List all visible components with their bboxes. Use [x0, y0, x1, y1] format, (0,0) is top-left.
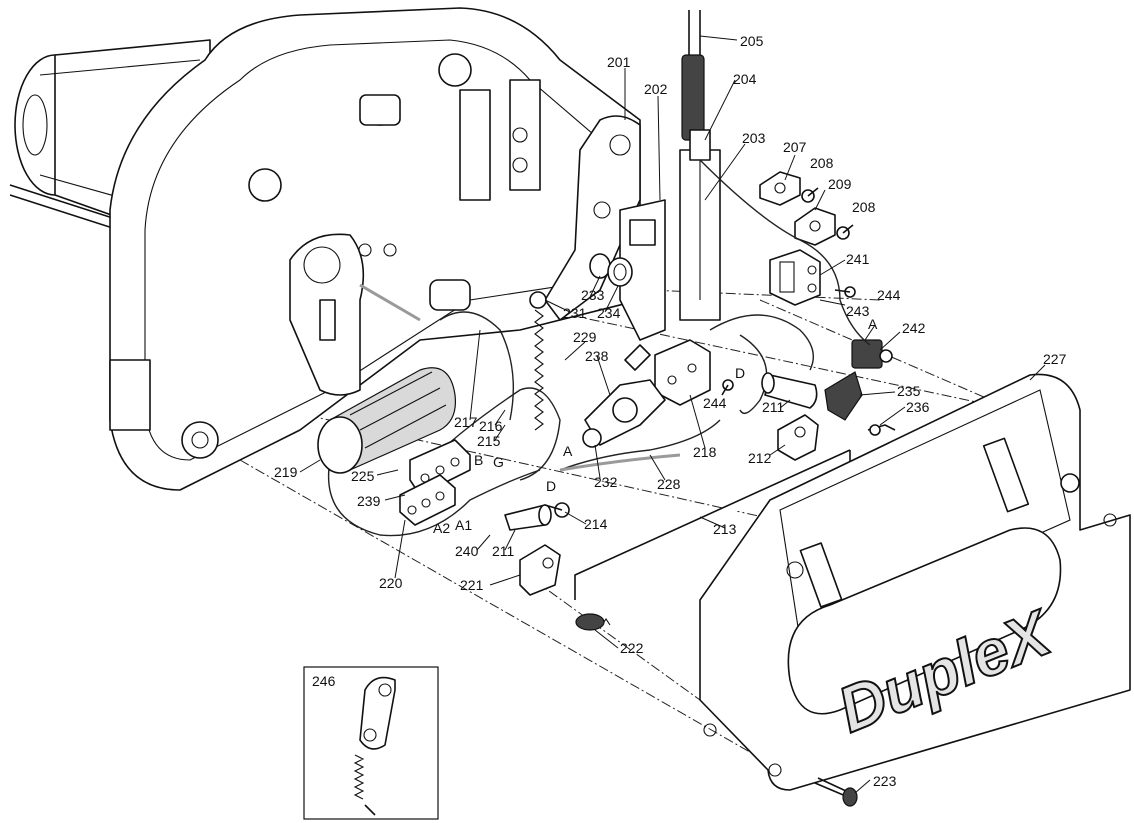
callout-240: 240 — [455, 543, 479, 559]
lever-201 — [544, 115, 641, 321]
callout-227: 227 — [1043, 351, 1067, 367]
cam-238 — [584, 344, 666, 446]
callout-202: 202 — [644, 81, 668, 97]
callout-208-bottom: 208 — [852, 199, 876, 215]
spring-222 — [575, 613, 611, 631]
clamp-209 — [794, 207, 836, 246]
callout-218: 218 — [693, 444, 717, 460]
callout-243: 243 — [846, 303, 870, 319]
screw-214 — [544, 502, 570, 518]
bracket-212 — [777, 414, 819, 461]
callout-211-right: 211 — [762, 399, 785, 415]
capacitor-219 — [317, 367, 457, 474]
terminal-block-241 — [769, 249, 821, 306]
leader-lines — [299, 35, 1046, 794]
callout-221: 221 — [460, 577, 484, 593]
pin-236 — [867, 424, 896, 436]
callout-219: 219 — [274, 464, 298, 480]
callout-235: 235 — [897, 383, 921, 399]
micro-switch-218 — [654, 339, 711, 406]
callout-246: 246 — [312, 673, 336, 689]
callout-244-right: 244 — [877, 287, 901, 303]
terminal-strip-239 — [409, 439, 471, 496]
inset-246 — [303, 666, 439, 820]
latch-235 — [824, 371, 863, 421]
washer-232 — [582, 428, 602, 448]
callout-222: 222 — [620, 640, 644, 656]
callout-213: 213 — [713, 521, 737, 537]
shaft-211-right — [761, 372, 818, 409]
callout-220: 220 — [379, 575, 403, 591]
callout-225: 225 — [351, 468, 375, 484]
screw-244a — [834, 286, 856, 298]
rings-233-234 — [589, 253, 633, 287]
bracket-221 — [519, 544, 561, 596]
gear-housing — [109, 7, 641, 491]
callout-242: 242 — [902, 320, 926, 336]
callout-A1: A1 — [455, 517, 472, 533]
spring-229 — [529, 291, 547, 431]
callout-236: 236 — [906, 399, 930, 415]
callout-244-left: 244 — [703, 395, 727, 411]
clamp-207 — [759, 171, 801, 206]
callout-203: 203 — [742, 130, 766, 146]
callout-G: G — [493, 454, 504, 470]
callout-241: 241 — [846, 251, 870, 267]
callout-232: 232 — [594, 474, 618, 490]
callout-A-center: A — [563, 443, 573, 459]
callout-A2: A2 — [433, 520, 450, 536]
callout-228: 228 — [657, 476, 681, 492]
callout-201: 201 — [607, 54, 631, 70]
screw-244b — [721, 379, 734, 396]
callout-D-center: D — [546, 478, 556, 494]
callout-216: 216 — [479, 418, 503, 434]
screw-208b — [836, 224, 854, 240]
screw-208a — [801, 187, 819, 203]
callout-223: 223 — [873, 773, 897, 789]
callout-229: 229 — [573, 329, 597, 345]
callout-B: B — [474, 452, 483, 468]
screw-223 — [814, 777, 858, 807]
callout-208-top: 208 — [810, 155, 834, 171]
callout-209: 209 — [828, 176, 852, 192]
cap-242 — [851, 339, 893, 369]
callout-239: 239 — [357, 493, 381, 509]
callout-A-right: A — [868, 316, 878, 332]
callout-212: 212 — [748, 450, 772, 466]
callout-231: 231 — [563, 305, 587, 321]
callout-238: 238 — [585, 348, 609, 364]
callout-215: 215 — [477, 433, 501, 449]
callout-234: 234 — [597, 305, 621, 321]
callout-204: 204 — [733, 71, 757, 87]
callout-205: 205 — [740, 33, 764, 49]
front-cover-227 — [699, 373, 1131, 791]
callout-D-right: D — [735, 365, 745, 381]
callout-217: 217 — [454, 414, 478, 430]
callout-207: 207 — [783, 139, 807, 155]
callout-labels: 205 204 201 202 203 207 208 209 208 241 … — [274, 33, 1067, 789]
wiring-harness — [327, 159, 871, 537]
rod-213 — [574, 449, 851, 600]
shaft-211-left — [504, 504, 552, 531]
callout-233: 233 — [581, 287, 605, 303]
callout-214: 214 — [584, 516, 608, 532]
terminal-strip-220 — [399, 474, 456, 526]
callout-211-left: 211 — [492, 543, 515, 559]
